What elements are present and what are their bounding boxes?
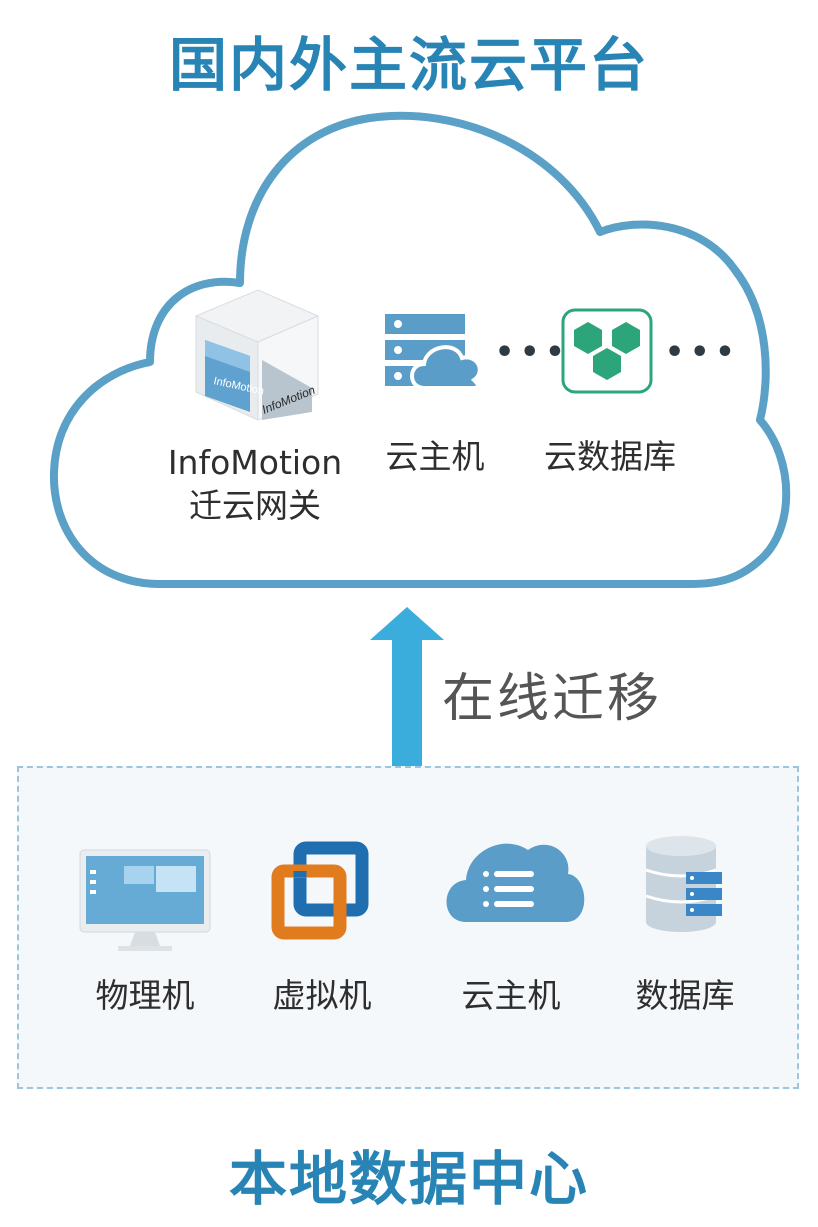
cloud-server-icon (385, 314, 482, 390)
gateway-label-line2: 迁云网关 (189, 485, 321, 525)
database-icon (645, 836, 722, 932)
cloud-database-icon (561, 308, 653, 394)
cloud-server-label: 云主机 (385, 437, 485, 476)
ellipsis-dots-1: ••• (495, 335, 571, 370)
cloud-platform-title: 国内外主流云平台 (168, 31, 649, 99)
local-database-label: 数据库 (635, 976, 735, 1015)
monitor-icon (79, 849, 211, 951)
vm-squares-icon (271, 841, 369, 940)
gateway-label: InfoMotion 迁云网关 (160, 442, 350, 528)
virtual-machine-label: 虚拟机 (272, 976, 372, 1015)
local-datacenter-title: 本地数据中心 (228, 1145, 589, 1213)
gateway-label-line1: InfoMotion (167, 443, 343, 482)
ellipsis-dots-2: ••• (665, 335, 741, 370)
local-cloud-server-icon (446, 843, 585, 922)
local-cloud-server-label: 云主机 (461, 976, 561, 1015)
cloud-database-label: 云数据库 (544, 437, 676, 476)
physical-machine-label: 物理机 (95, 976, 195, 1015)
migration-arrow (370, 607, 444, 766)
gateway-box-icon: InfoMotion InfoMotion (194, 289, 320, 421)
migration-label: 在线迁移 (442, 669, 663, 729)
